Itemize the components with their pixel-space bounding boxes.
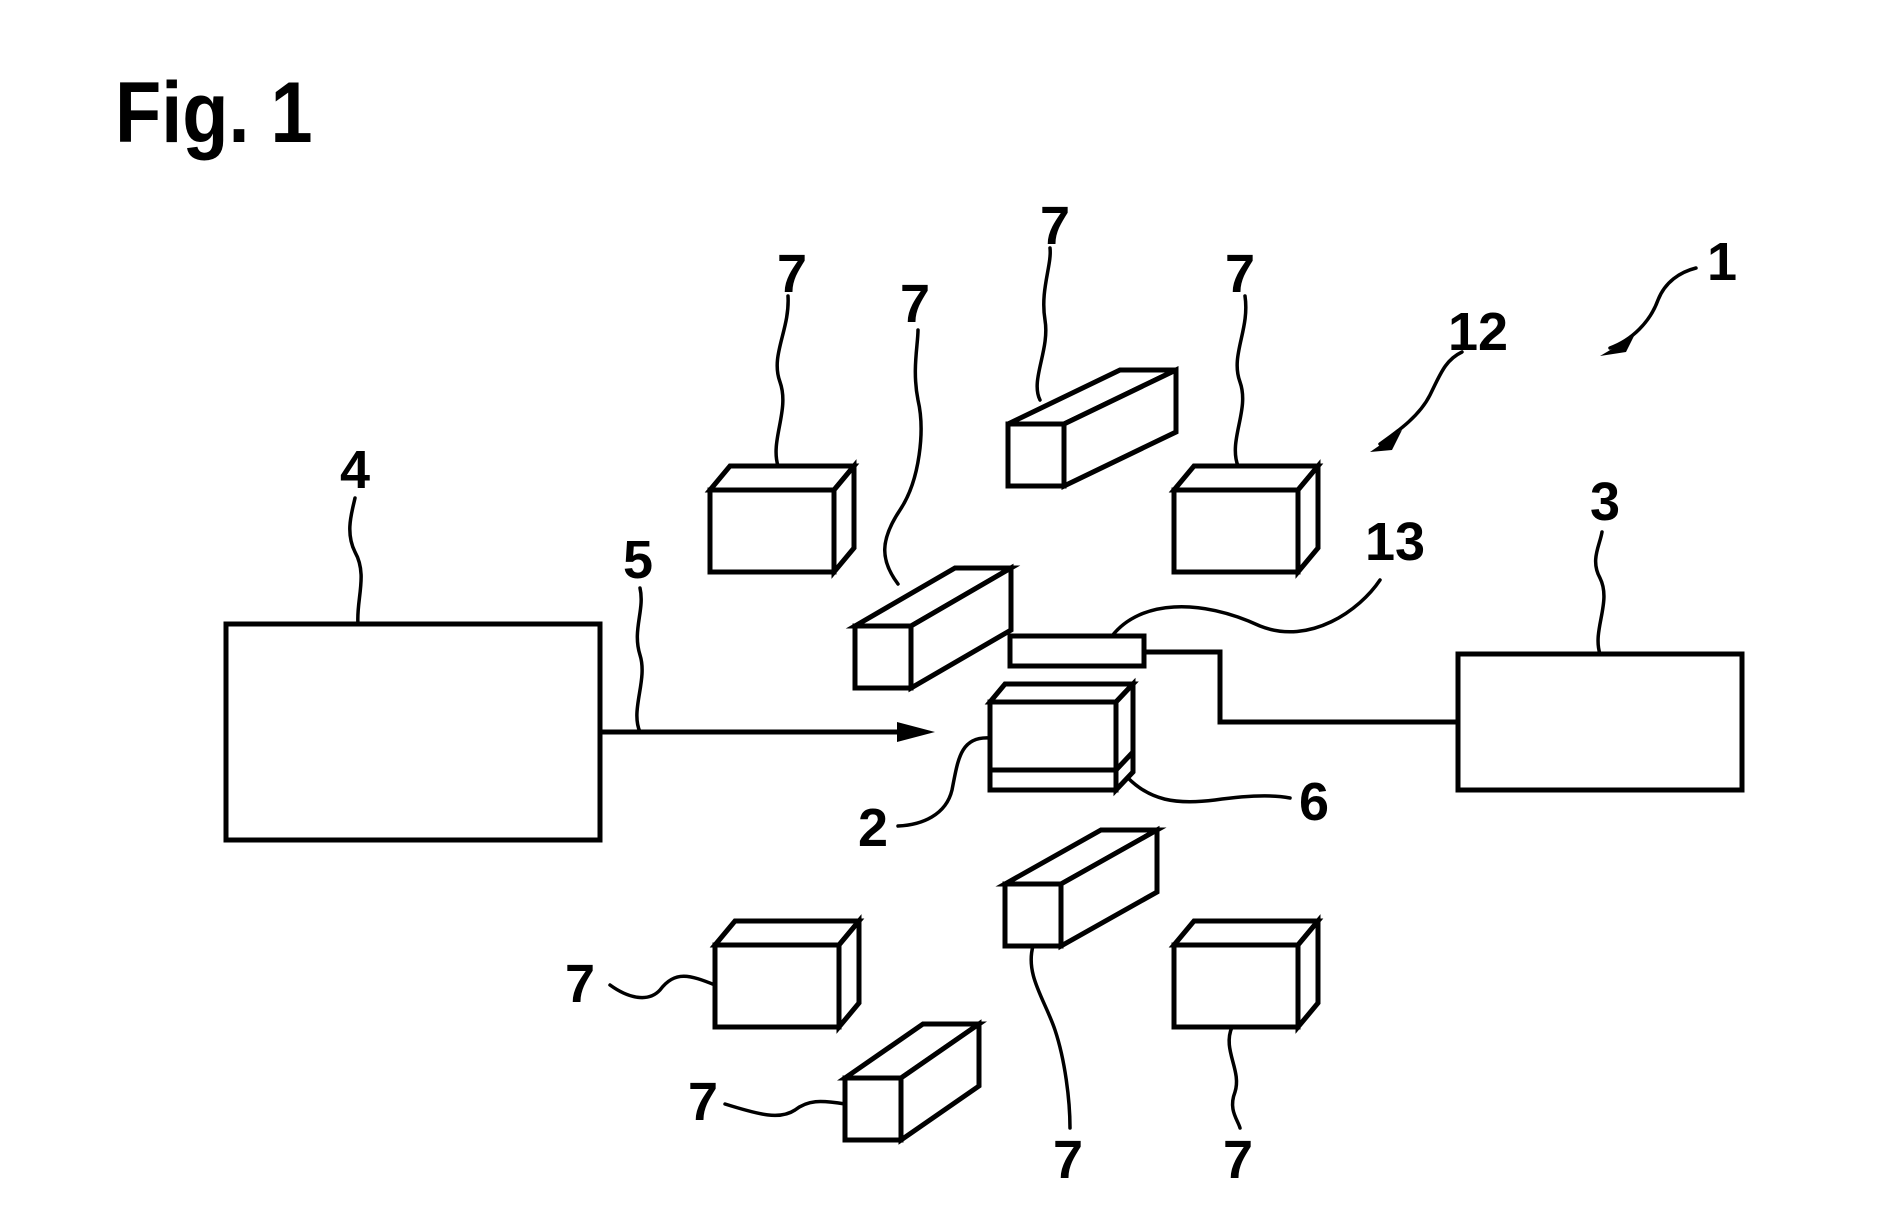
object-7-c [709,914,865,1034]
component-2 [984,677,1139,797]
object-7-b [1168,459,1324,579]
box-4 [223,621,603,843]
label-5: 5 [623,530,653,590]
label-7-g: 7 [1053,1130,1083,1190]
leader-7-e [1035,246,1052,402]
object-7-e [1005,366,1179,490]
leader-4 [348,496,363,626]
label-6: 6 [1299,772,1329,832]
object-7-a [704,459,860,579]
leader-2 [896,736,992,828]
leader-7-f [883,328,923,586]
leader-12 [1378,350,1464,446]
component-2-front [987,699,1119,793]
leader-7-c [608,974,717,1000]
leader-7-h [723,1099,847,1118]
box-3 [1455,651,1745,793]
object-7-h [836,1019,988,1145]
leader-1 [1608,266,1698,350]
arrow-1-head [1600,336,1634,356]
leader-5 [635,586,644,734]
leader-13 [1110,578,1382,638]
component-13 [1007,633,1147,669]
label-1: 1 [1707,232,1737,292]
leader-7-g [1029,944,1072,1130]
figure-title: Fig. 1 [115,65,313,161]
label-12: 12 [1448,302,1508,362]
component-2-side [1113,677,1136,797]
component-6-strip-side [1114,750,1135,772]
label-2: 2 [858,798,888,858]
label-3: 3 [1590,472,1620,532]
leader-7-d [1227,1025,1242,1130]
leader-7-a [774,294,790,468]
label-7-b: 7 [1225,244,1255,304]
arrow-12-head [1370,430,1402,452]
connection-13-3 [1145,649,1458,725]
label-7-e: 7 [1040,196,1070,256]
leader-3 [1593,530,1606,656]
object-7-d [1168,914,1324,1034]
object-7-g [995,825,1167,951]
component-2-top [984,681,1139,705]
arrow-5-head [897,722,935,742]
label-7-c: 7 [565,954,595,1014]
label-7-d: 7 [1223,1130,1253,1190]
label-7-a: 7 [777,244,807,304]
label-7-f: 7 [900,274,930,334]
label-13: 13 [1365,512,1425,572]
leader-7-b [1233,294,1248,468]
leader-6 [1126,776,1292,804]
object-7-f [845,563,1021,693]
label-4: 4 [340,440,370,500]
label-7-h: 7 [688,1072,718,1132]
